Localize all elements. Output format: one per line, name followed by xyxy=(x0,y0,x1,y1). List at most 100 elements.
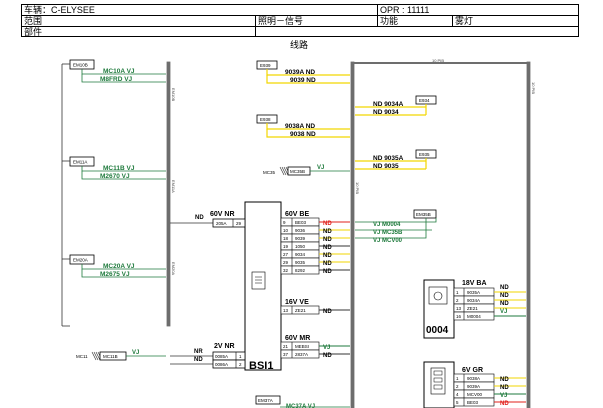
wire-label: MC37A VJ xyxy=(286,404,315,408)
wire-label: ND xyxy=(500,377,509,383)
wire-yellow xyxy=(266,75,350,84)
wire-label: ND 9035A xyxy=(373,155,404,162)
wire-label: M8FRD VJ xyxy=(100,76,133,83)
pin-code: MEBSI xyxy=(295,344,309,349)
scope-label: 范围 xyxy=(24,16,43,26)
pin-code: 205A xyxy=(216,221,227,226)
pin-number: 2 xyxy=(239,362,242,367)
pin-number: 1 xyxy=(239,354,242,359)
bsi-module-name: BSI1 xyxy=(249,360,273,372)
module-gr-icon xyxy=(430,367,446,395)
ground-label: MC35 xyxy=(263,170,276,175)
wire-green xyxy=(355,218,437,223)
bus-label-right: 10 PIB xyxy=(531,82,536,94)
wire-label: ND xyxy=(323,309,332,315)
wire-label: ND xyxy=(500,401,509,407)
section-title: 线路 xyxy=(290,40,309,50)
pin-code: 9035A xyxy=(467,290,480,295)
wire-label: 9038A ND xyxy=(285,123,315,130)
ground-hatch xyxy=(279,166,285,176)
wire-label: VJ xyxy=(323,345,330,351)
pin-number: 29 xyxy=(283,260,289,265)
vehicle-label: 车辆：C-ELYSEE xyxy=(24,5,95,15)
module-gr-icon-cell xyxy=(433,370,443,376)
ground-hatch xyxy=(283,166,289,176)
wire-label: ND xyxy=(500,385,509,391)
bus-label: EM10B xyxy=(171,88,176,101)
connector-em37a xyxy=(255,395,281,405)
pin-number: 2 xyxy=(456,384,459,389)
wire-label: ND xyxy=(500,285,509,291)
module-gr-icon-cell xyxy=(433,384,443,390)
wire-label: VJ xyxy=(132,350,139,356)
wire-label: ND xyxy=(323,237,332,243)
pin-box xyxy=(212,218,246,228)
pin-code: 2837A xyxy=(295,352,308,357)
wire-green xyxy=(81,74,166,83)
pin-number: 13 xyxy=(283,308,289,313)
function-label: 功能 xyxy=(380,16,399,26)
pin-code: 9036 xyxy=(295,228,306,233)
bus-label: EM11A xyxy=(171,180,176,193)
connector-name: E938 xyxy=(260,117,271,122)
connector-name: E939 xyxy=(260,63,271,68)
wire-label: ND 9035 xyxy=(373,163,399,170)
pin-number: 19 xyxy=(283,244,289,249)
wire-label: ND xyxy=(195,215,204,221)
wire-green xyxy=(81,269,166,278)
pin-code: 9034 xyxy=(295,252,306,257)
bus-label-top: 10 PIB xyxy=(432,58,444,63)
wire-label: ND xyxy=(323,253,332,259)
wire-label: 9039A ND xyxy=(285,69,315,76)
pin-code: 0086A xyxy=(215,362,228,367)
pin-number: 18 xyxy=(283,236,289,241)
connector-name: MC35B xyxy=(290,169,305,174)
wire-label: MC11B VJ xyxy=(103,165,135,172)
wire-yellow xyxy=(266,129,350,138)
wire-label: MC20A VJ xyxy=(103,263,135,270)
connector-name: EM37A xyxy=(258,398,273,403)
pin-code: ZE21 xyxy=(467,306,478,311)
pin-code: 9035 xyxy=(295,260,306,265)
pin-number: 1 xyxy=(456,376,459,381)
bsi-head: 60V BE xyxy=(285,211,309,218)
pin-code: MCV00 xyxy=(467,392,483,397)
bsi-head: 16V VE xyxy=(285,299,309,306)
pin-code: ZE21 xyxy=(295,308,306,313)
wire-label: VJ M0004 xyxy=(373,222,401,228)
module-0004-icon-circle xyxy=(433,291,443,301)
wire-label: 9038 ND xyxy=(290,131,316,138)
pin-number: 2 xyxy=(456,298,459,303)
connector-name: MC11B xyxy=(103,354,118,359)
ground-hatch xyxy=(281,166,287,176)
wire-label: M2675 VJ xyxy=(100,271,130,278)
opr-label: OPR : 11111 xyxy=(380,5,430,15)
wire-label: ND xyxy=(323,261,332,267)
wire-label: NR xyxy=(194,349,203,355)
connector-name: EM35B xyxy=(416,212,431,217)
bus-label: EM20A xyxy=(171,262,176,275)
wire-label: ND xyxy=(323,221,332,227)
bus-bar-left xyxy=(166,61,171,327)
wire-green xyxy=(81,171,166,180)
bsi-module-icon xyxy=(251,271,266,290)
wire-label: M2670 VJ xyxy=(100,173,130,180)
pin-number: 4 xyxy=(456,392,459,397)
signal-label: 照明－信号 xyxy=(258,16,304,26)
pin-number: 16 xyxy=(456,314,462,319)
wire-label: VJ xyxy=(500,309,507,315)
wire-label: MC10A VJ xyxy=(103,68,135,75)
pin-code: 9034A xyxy=(467,298,480,303)
wire-label: VJ MC35B xyxy=(373,230,403,236)
wire-label: VJ xyxy=(317,165,324,171)
wire-label: ND xyxy=(194,357,203,363)
ground-hatch xyxy=(95,351,101,361)
connector-name: E934 xyxy=(419,98,430,103)
pin-number: 29 xyxy=(236,221,242,226)
wire-label: 9039 ND xyxy=(290,77,316,84)
wire-label: ND xyxy=(500,301,509,307)
pin-code: BE03 xyxy=(467,400,479,405)
connector-name: EM20A xyxy=(73,258,88,263)
